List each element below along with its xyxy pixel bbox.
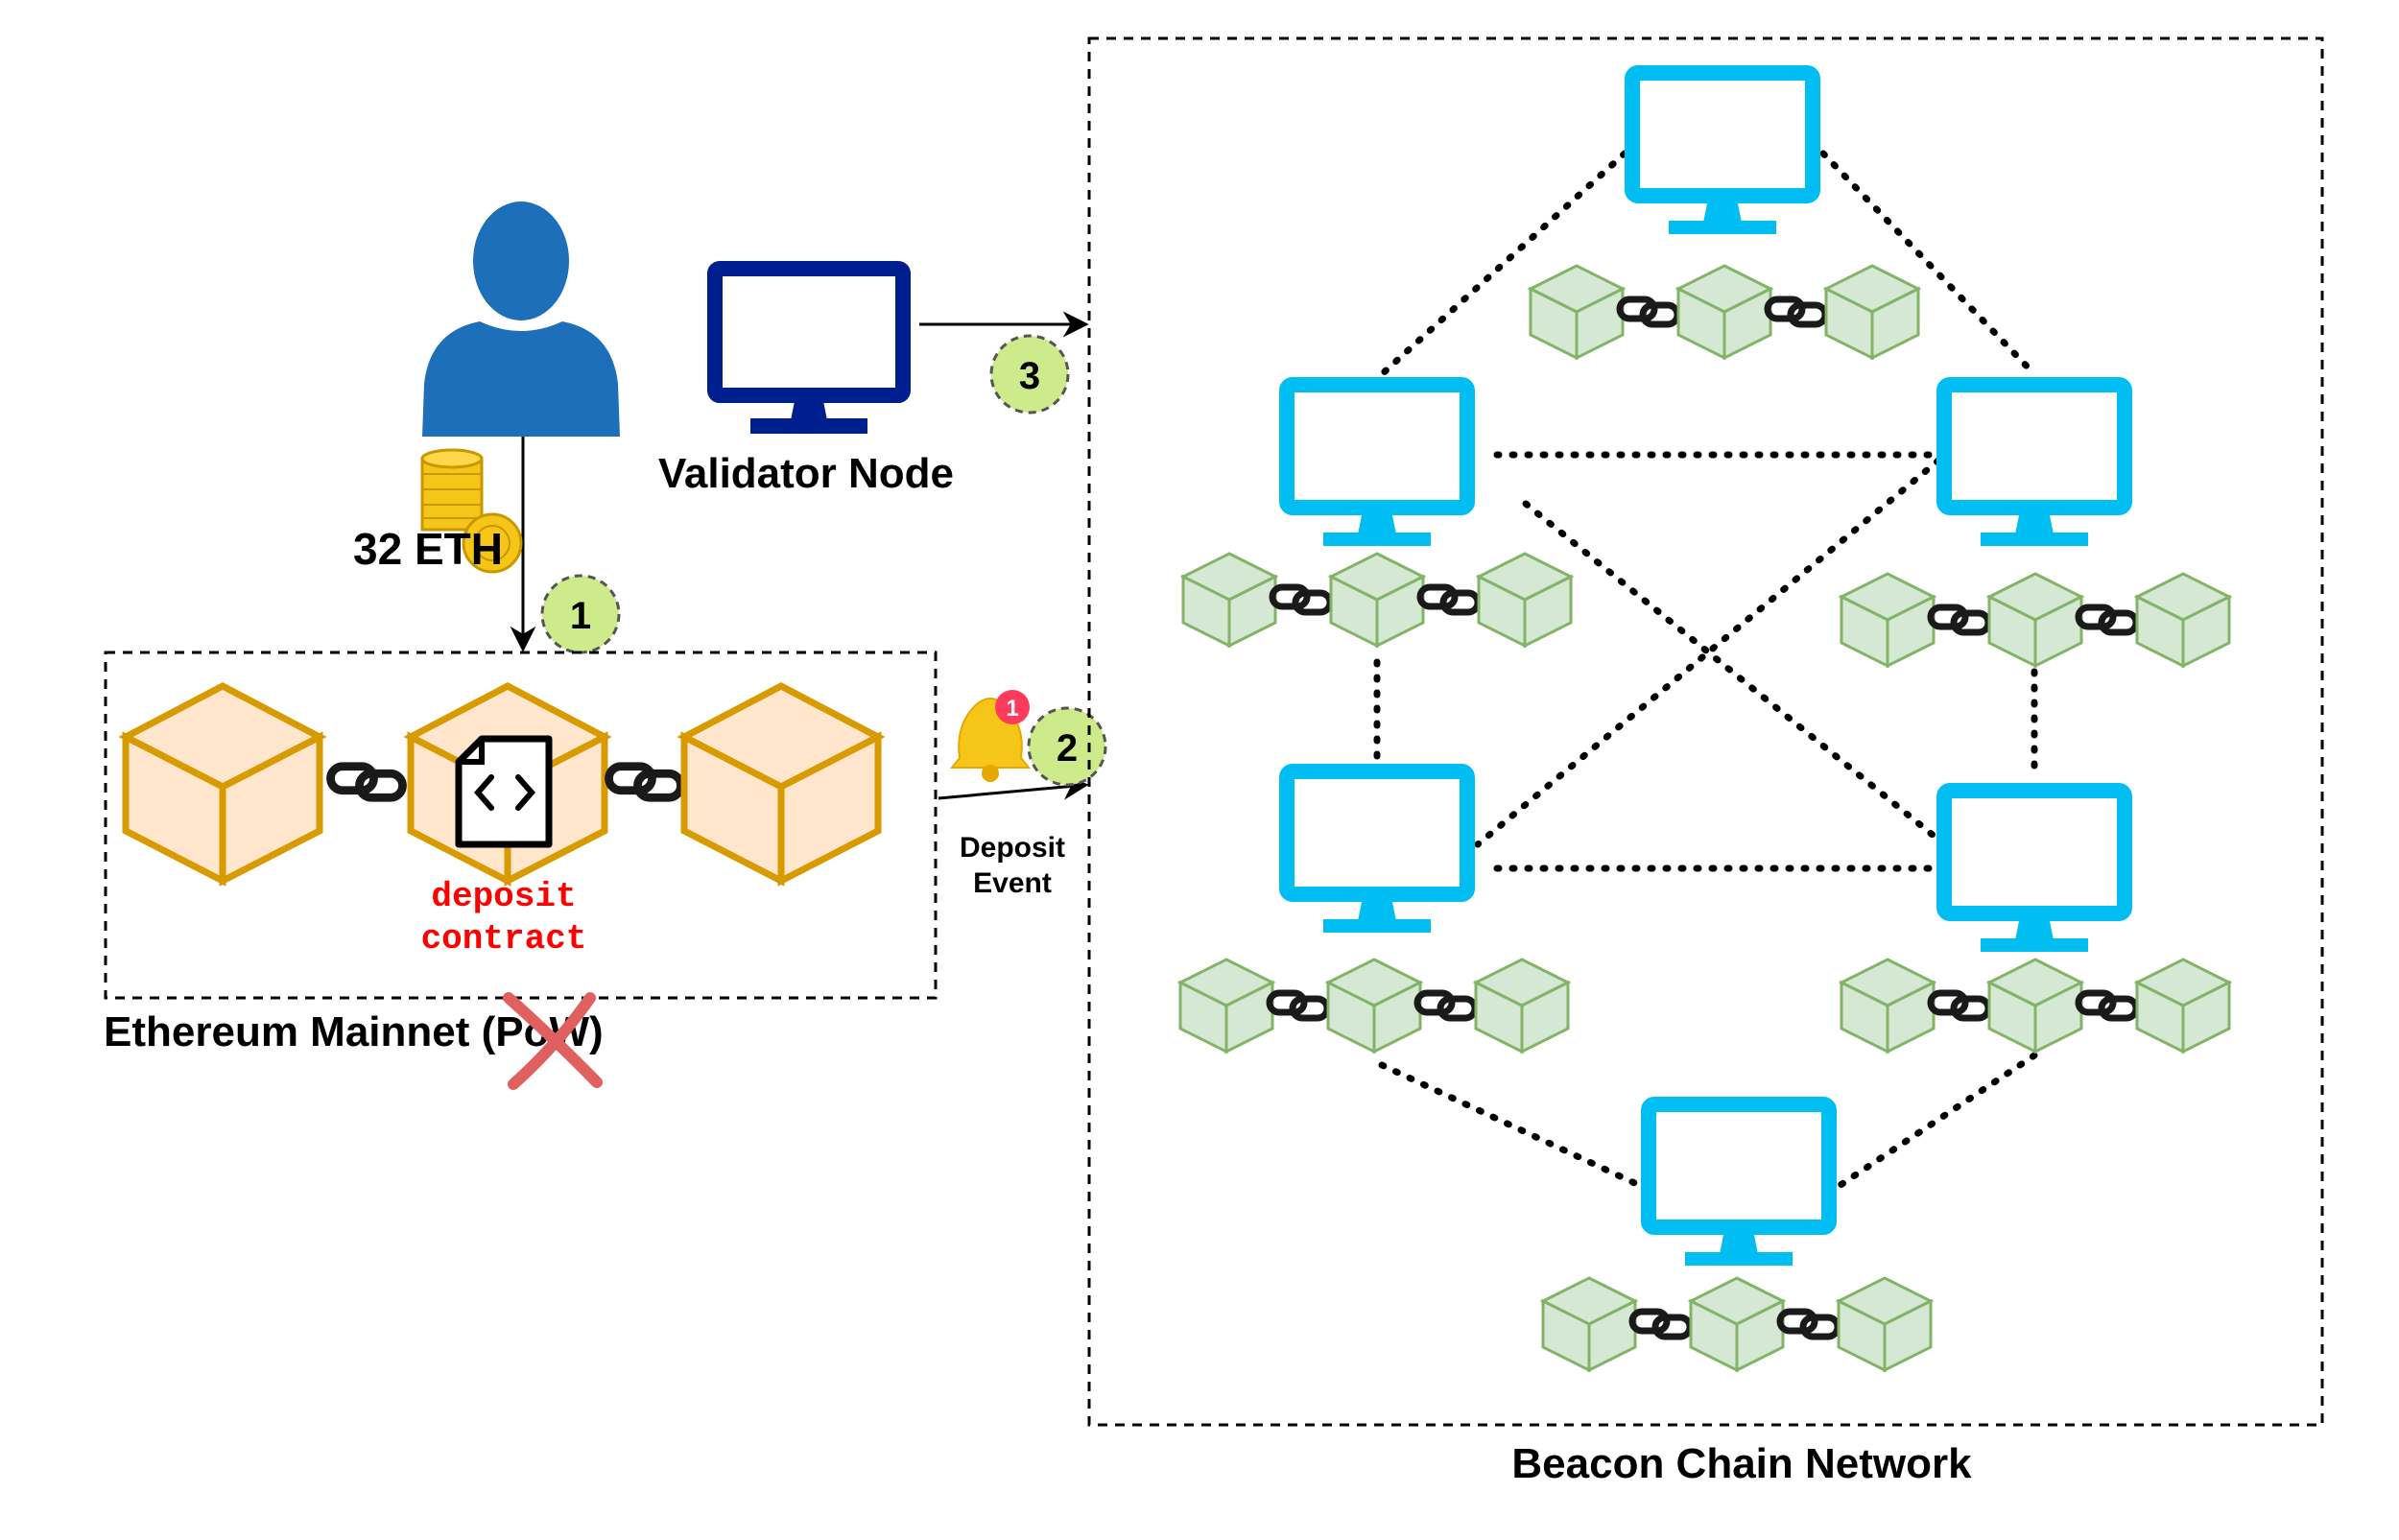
svg-text:3: 3 [1019, 355, 1040, 397]
mainnet-caption: Ethereum Mainnet (PoW) [104, 1008, 604, 1055]
notification-badge: 1 [995, 690, 1030, 724]
beacon-network-caption: Beacon Chain Network [1511, 1440, 1972, 1487]
deposit-event-label-line2: Event [973, 867, 1052, 899]
beacon-network-container [1087, 36, 2324, 1427]
deposit-event-label-line1: Deposit [960, 832, 1065, 864]
beacon-node-monitor-icon [1287, 771, 1467, 933]
beacon-node-chain [1840, 572, 2231, 668]
beacon-node-chain [1840, 958, 2231, 1054]
mainnet-block [118, 682, 327, 887]
deposit-contract-label-line2: contract [421, 919, 587, 959]
step-1-badge: 1 [540, 574, 621, 654]
svg-text:1: 1 [570, 595, 591, 637]
coins-icon [420, 448, 523, 574]
deprecated-cross-icon [503, 992, 603, 1090]
chain-link-icon [331, 767, 403, 798]
beacon-node-chain [1178, 958, 1570, 1054]
eth-amount-label: 32 ETH [353, 524, 503, 574]
beacon-node-monitor-icon [1944, 385, 2125, 546]
svg-text:1: 1 [1006, 696, 1018, 722]
peer-connections [1373, 150, 2038, 1191]
beacon-node-monitor-icon [1649, 1104, 1829, 1266]
deposit-event-arrow [938, 773, 1089, 800]
mainnet-block [677, 682, 886, 887]
validator-monitor-icon [707, 261, 911, 434]
beacon-node-chain [1541, 1276, 1933, 1372]
beacon-node-chain [1529, 264, 1920, 360]
beacon-node-monitor-icon [1632, 73, 1813, 234]
step-2-badge: 2 [1027, 706, 1107, 787]
beacon-node-monitor-icon [1287, 385, 1467, 546]
svg-text:2: 2 [1057, 727, 1078, 770]
chain-link-icon [609, 767, 681, 798]
beacon-node-chain [1181, 552, 1573, 648]
smart-contract-icon [455, 735, 553, 848]
user-avatar-icon [422, 201, 620, 437]
mainnet-container [104, 651, 938, 1000]
step-3-badge: 3 [989, 334, 1070, 415]
beacon-node-monitor-icon [1944, 791, 2125, 952]
validator-node-label: Validator Node [658, 450, 954, 497]
deposit-contract-label-line1: deposit [431, 877, 576, 916]
